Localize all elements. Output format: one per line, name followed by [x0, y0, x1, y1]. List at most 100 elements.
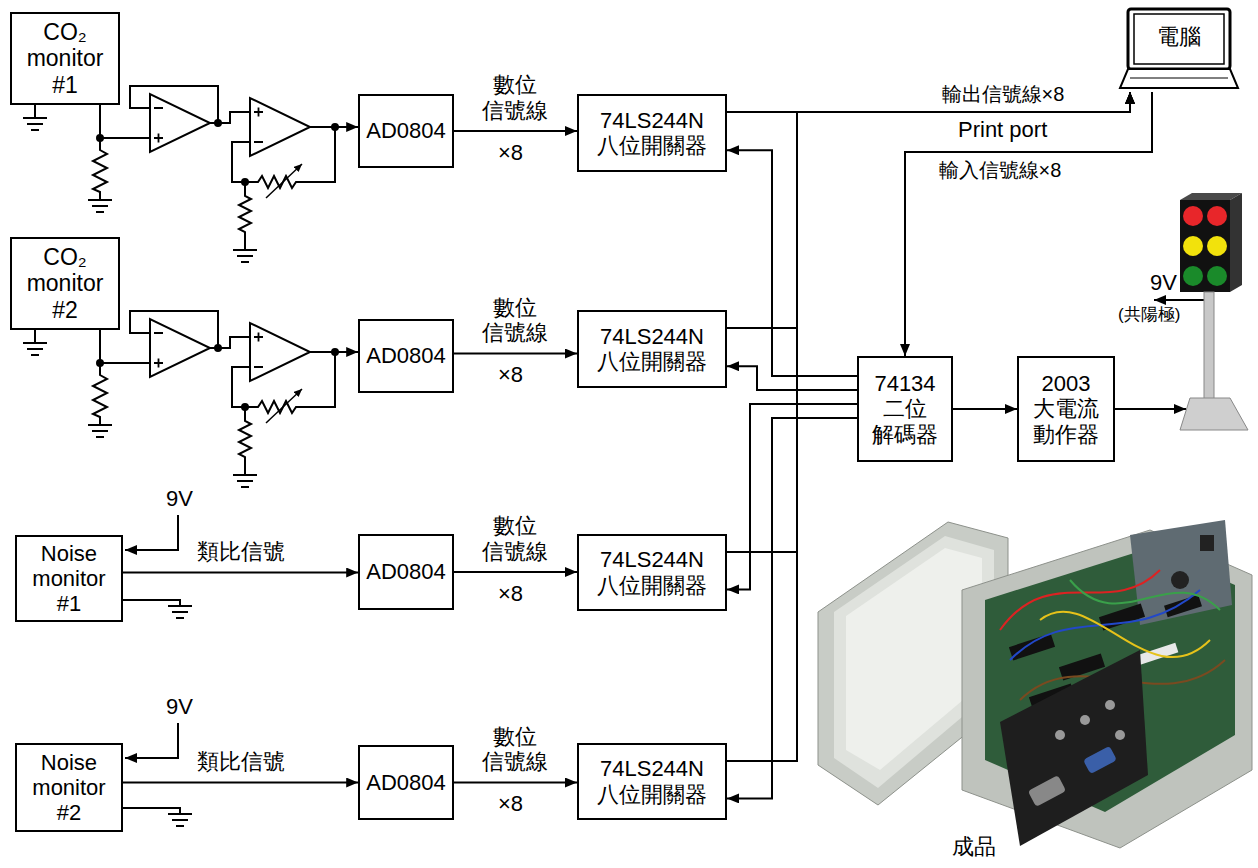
- power-wire: [1154, 299, 1204, 301]
- traffic-light-side: [1230, 193, 1242, 292]
- node-text: 74LS244N 八位開關器: [597, 108, 707, 159]
- line-count: ×8: [498, 791, 523, 816]
- signal-connector: [123, 572, 358, 574]
- switch-box: 74LS244N 八位開關器: [577, 310, 727, 388]
- wire: [1010, 590, 1200, 660]
- ic-chip: [1099, 604, 1145, 631]
- monitor-box: Noise monitor #2: [15, 743, 123, 832]
- back-panel: [1130, 520, 1232, 625]
- jack: [1105, 700, 1115, 710]
- signal-connector: [100, 330, 358, 363]
- edge-label: 數位 信號線: [482, 295, 548, 346]
- note-label: (共陽極): [1118, 305, 1180, 325]
- signal-connector: [727, 92, 1130, 112]
- edge-label: 輸出信號線×8: [942, 83, 1065, 106]
- node-text: CO₂ monitor #1: [27, 19, 104, 98]
- d-sub-connector: [1083, 746, 1117, 774]
- node-text: AD0804: [366, 343, 446, 368]
- noise-power-wiring: [123, 723, 192, 826]
- switch-box: 74LS244N 八位開關器: [577, 94, 727, 172]
- signal-connector: [454, 571, 577, 573]
- front-panel: [1000, 650, 1148, 846]
- adc-box: AD0804: [358, 94, 454, 168]
- buzzer: [1171, 571, 1189, 589]
- noise-power-wiring: [123, 515, 192, 618]
- node-text: 74LS244N 八位開關器: [597, 756, 707, 807]
- node-text: Noise monitor #1: [32, 541, 105, 617]
- product-photo: [818, 520, 1252, 848]
- jack: [1080, 715, 1090, 725]
- driver-to-light-wire: [1115, 300, 1204, 409]
- edge-label: 類比信號: [197, 749, 285, 774]
- signal-connector: [100, 105, 358, 138]
- driver-box: 2003 大電流 動作器: [1017, 356, 1115, 462]
- node-text: CO₂ monitor #2: [27, 244, 104, 323]
- red-lamp: [1207, 206, 1227, 226]
- line-count: ×8: [498, 362, 523, 387]
- traffic-light-pole: [1204, 292, 1214, 400]
- line-count: ×8: [498, 140, 523, 165]
- node-text: 74LS244N 八位開關器: [597, 324, 707, 375]
- adc-box: AD0804: [358, 534, 454, 610]
- d-sub-connector: [1028, 775, 1066, 807]
- ic-chip: [1164, 595, 1202, 618]
- laptop-screen: [1128, 9, 1230, 69]
- signal-connector: [727, 366, 857, 390]
- red-lamp: [1183, 206, 1203, 226]
- signal-connector: [727, 150, 857, 376]
- signal-connector: [454, 353, 577, 355]
- traffic-light-housing: [1180, 200, 1230, 292]
- signal-connector: [123, 782, 358, 784]
- edge-label: 數位 信號線: [482, 724, 548, 775]
- node-text: AD0804: [366, 118, 446, 143]
- laptop-screen: [1134, 14, 1224, 64]
- yellow-lamp: [1207, 236, 1227, 256]
- laptop-keyboard: [1130, 78, 1228, 79]
- adc-box: AD0804: [358, 319, 454, 393]
- node-text: 2003 大電流 動作器: [1033, 371, 1099, 447]
- signal-wire: [1115, 408, 1186, 410]
- node-text: AD0804: [366, 559, 446, 584]
- node-text: AD0804: [366, 770, 446, 795]
- traffic-light: [1180, 193, 1248, 430]
- signal-connector: [454, 130, 577, 132]
- ic-chip: [1009, 634, 1055, 661]
- edge-label: 數位 信號線: [482, 72, 548, 123]
- port-name: Print port: [958, 117, 1047, 142]
- photo-caption: 成品: [952, 834, 996, 859]
- monitor-box: Noise monitor #1: [15, 535, 123, 622]
- node-text: 電腦: [1157, 24, 1201, 49]
- connector: [1200, 535, 1214, 551]
- op-amp-circuit: [23, 86, 338, 262]
- node-text: 74LS244N 八位開關器: [597, 547, 707, 598]
- signal-connector: [727, 92, 1130, 552]
- node-text: Noise monitor #2: [32, 750, 105, 826]
- adc-box: AD0804: [358, 745, 454, 820]
- jack: [1115, 730, 1125, 740]
- green-lamp: [1183, 266, 1203, 286]
- voltage-label: 9V: [1150, 270, 1177, 295]
- node-text: 74134 二位 解碼器: [872, 371, 938, 447]
- jack: [1055, 730, 1065, 740]
- green-lamp: [1207, 266, 1227, 286]
- signal-connector: [727, 92, 1130, 328]
- switch-box: 74LS244N 八位開關器: [577, 534, 727, 611]
- edge-label: 輸入信號線×8: [939, 159, 1062, 182]
- switch-box: 74LS244N 八位開關器: [577, 743, 727, 820]
- signal-connector: [953, 408, 1017, 410]
- traffic-light-base: [1180, 398, 1248, 430]
- signal-connector: [454, 782, 577, 784]
- laptop-base: [1120, 69, 1238, 88]
- wire: [1040, 612, 1210, 657]
- signal-connector: [727, 404, 857, 589]
- edge-label: 數位 信號線: [482, 513, 548, 564]
- edge-label: 類比信號: [197, 539, 285, 564]
- monitor-box: CO₂ monitor #2: [10, 237, 120, 330]
- voltage-label: 9V: [166, 486, 193, 511]
- yellow-lamp: [1183, 236, 1203, 256]
- decoder-box: 74134 二位 解碼器: [857, 356, 953, 462]
- computer-icon: 電腦: [1118, 6, 1240, 92]
- line-count: ×8: [498, 581, 523, 606]
- signal-connector: [905, 92, 1152, 356]
